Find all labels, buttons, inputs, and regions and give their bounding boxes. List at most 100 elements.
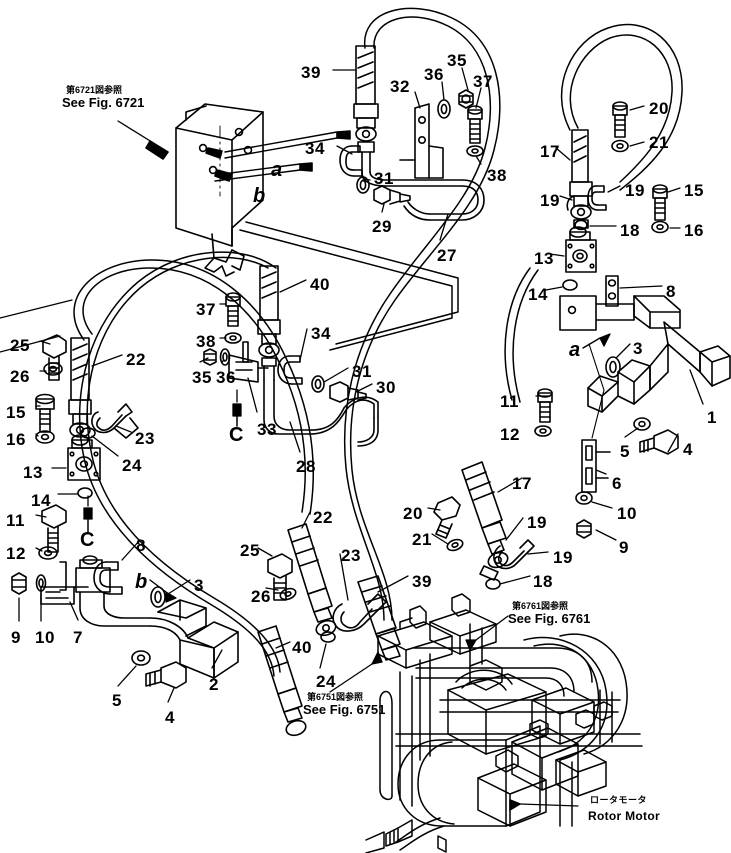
ref-6761-en: See Fig. 6761	[508, 611, 591, 626]
part-22-rod-bottom	[287, 523, 337, 637]
callout-number-33: 33	[257, 420, 277, 439]
callout-number-32: 32	[390, 77, 410, 96]
callout-number-22: 22	[313, 508, 333, 527]
callout-number-40: 40	[292, 638, 312, 657]
part-1-linkage-right	[559, 295, 731, 413]
part-6-bracket-right	[581, 439, 611, 493]
part-35-nut-top	[458, 89, 474, 109]
callout-number-27: 27	[437, 246, 457, 265]
part-38-washer-top	[466, 145, 484, 157]
callout-number-11: 11	[6, 511, 25, 530]
callout-number-5: 5	[620, 442, 630, 461]
part-18-oring-mid	[485, 578, 501, 590]
callout-number-3: 3	[194, 576, 204, 595]
part-15-bolt-right	[652, 184, 668, 221]
callout-number-2: 2	[209, 675, 219, 694]
part-38-washer-center	[224, 332, 242, 344]
callout-number-14: 14	[528, 285, 548, 304]
callout-number-4: 4	[165, 708, 175, 727]
part-24-oring-bottom	[320, 631, 336, 643]
part-15-bolt-left	[35, 393, 55, 433]
callout-number-21: 21	[649, 133, 669, 152]
section-letter-a-right: a	[569, 339, 581, 361]
callout-number-38: 38	[196, 332, 216, 351]
callout-number-18: 18	[533, 572, 553, 591]
part-25-bolt-bottom	[267, 553, 293, 601]
callout-number-35: 35	[192, 368, 212, 387]
part-22-rod-left	[68, 337, 92, 438]
callout-number-24: 24	[122, 456, 142, 475]
callout-number-39: 39	[301, 63, 321, 82]
callout-number-18: 18	[620, 221, 640, 240]
part-40-rod-center	[257, 265, 347, 435]
part-23-clip-bottom	[332, 593, 387, 632]
callout-number-31: 31	[352, 362, 372, 381]
part-18-oring-right	[574, 219, 588, 231]
callout-number-15: 15	[6, 403, 26, 422]
part-32-bracket	[399, 103, 444, 179]
callout-number-19: 19	[527, 513, 547, 532]
part-34-clamp-center	[277, 355, 303, 385]
callout-number-29: 29	[372, 217, 392, 236]
callout-number-9: 9	[619, 538, 629, 557]
callout-number-6: 6	[612, 474, 622, 493]
callout-number-17: 17	[512, 474, 532, 493]
callout-number-31: 31	[374, 169, 394, 188]
part-4-bolt-right	[639, 429, 679, 455]
part-2-elbow-lowleft	[75, 555, 239, 679]
ref-6751-en: See Fig. 6751	[303, 702, 386, 717]
ref-6751-jp: 第6751図参照	[307, 692, 364, 702]
part-20-bolt-right	[612, 101, 628, 138]
part-10-washer-right	[575, 491, 593, 505]
callout-number-38: 38	[487, 166, 507, 185]
callout-number-20: 20	[649, 99, 669, 118]
callout-number-26: 26	[10, 367, 30, 386]
part-31-oring-top	[356, 176, 370, 194]
part-14-oring-right	[562, 279, 578, 291]
part-4-bolt-lowleft	[145, 661, 187, 689]
part-9-nut-right	[576, 519, 592, 539]
part-7-bracket-lowleft	[40, 561, 89, 605]
callout-number-26: 26	[251, 587, 271, 606]
part-16-washer-right	[651, 220, 669, 234]
callout-number-40: 40	[310, 275, 330, 294]
part-11-bolt-lowleft	[41, 504, 67, 553]
part-11-bolt-midright	[537, 388, 553, 423]
callout-number-36: 36	[424, 65, 444, 84]
part-13-valve-right	[565, 226, 597, 273]
part-3-oring-right	[605, 356, 621, 378]
part-40-rod-bottomleft	[257, 625, 307, 737]
callout-number-25: 25	[240, 541, 260, 560]
section-letter-c-center: C	[229, 424, 244, 446]
part-12-washer-lowleft	[38, 546, 58, 560]
machine-assembly	[365, 593, 643, 853]
callout-number-30: 30	[376, 378, 396, 397]
part-8-clip-lowleft	[93, 561, 123, 595]
callout-number-37: 37	[473, 72, 493, 91]
callout-number-25: 25	[10, 336, 30, 355]
callout-number-34: 34	[311, 324, 331, 343]
callout-number-36: 36	[216, 368, 236, 387]
callout-number-8: 8	[136, 536, 146, 555]
part-12-washer-midright	[534, 425, 552, 437]
callout-number-10: 10	[617, 504, 637, 523]
rotor-motor-label-jp: ロータモータ	[590, 795, 648, 805]
part-26-washer-bottom	[279, 587, 297, 601]
part-33-bracket-center	[228, 341, 269, 383]
callout-number-23: 23	[341, 546, 361, 565]
part-14-oring-left	[77, 487, 93, 499]
ref-6721-en: See Fig. 6721	[62, 95, 145, 110]
part-36-washer-center	[219, 348, 231, 366]
part-19-clip-right-b	[566, 195, 575, 211]
part-3-oring-lowleft	[150, 586, 166, 608]
callout-number-9: 9	[11, 628, 21, 647]
callout-number-5: 5	[112, 691, 122, 710]
callout-number-20: 20	[403, 504, 423, 523]
callout-number-10: 10	[35, 628, 55, 647]
callout-number-14: 14	[31, 491, 51, 510]
part-21-washer-right	[611, 139, 629, 153]
part-36-washer-top	[437, 99, 451, 119]
section-letter-b-left: b	[135, 571, 148, 593]
